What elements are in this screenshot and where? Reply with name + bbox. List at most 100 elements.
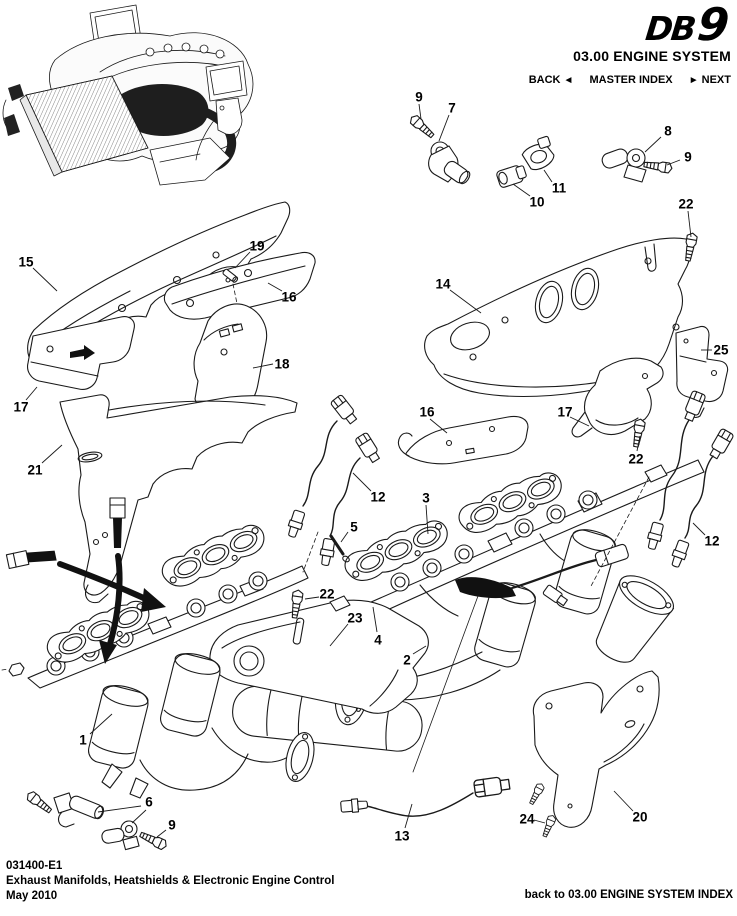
callout-label-15: 15 [18, 255, 34, 270]
callout-leader-line [41, 444, 63, 464]
install-arrow-icon [107, 553, 123, 647]
callout-leader-line [352, 472, 372, 492]
callout-leader-line [372, 606, 378, 633]
callout-label-4: 4 [374, 633, 382, 648]
callout-leader-line [89, 713, 113, 735]
callout-label-11: 11 [552, 181, 567, 196]
callout-leader-line [267, 282, 283, 292]
callout-label-12: 12 [704, 534, 719, 549]
part-bolt-9-bottom [138, 829, 169, 852]
callout-label-20: 20 [632, 810, 647, 825]
callout-leader-line [234, 251, 251, 269]
footer-document-info: 031400-E1 Exhaust Manifolds, Heatshields… [6, 859, 334, 904]
part-stud-5 [329, 534, 350, 563]
callout-leader-line [25, 386, 38, 401]
callout-leader-line [304, 596, 320, 600]
part-bracket-25 [675, 325, 729, 418]
callout-label-19: 19 [249, 239, 264, 254]
callout-label-9: 9 [168, 818, 176, 833]
part-heatshield-16-center [397, 415, 529, 465]
part-oxygen-sensor-13 [339, 775, 512, 817]
callout-leader-line [131, 809, 147, 824]
part-screw-24a [527, 781, 546, 807]
callout-label-1: 1 [79, 733, 87, 748]
fitted-sensor-indicators [5, 497, 166, 664]
part-bolt-9-sensor8 [642, 158, 674, 174]
callout-leader-line [425, 504, 429, 535]
callout-label-16: 16 [281, 290, 297, 305]
install-arrow-icon [70, 345, 95, 360]
callout-label-21: 21 [27, 463, 43, 478]
callout-label-18: 18 [274, 357, 290, 372]
callout-label-13: 13 [394, 829, 410, 844]
callout-leader-line [533, 819, 546, 824]
callout-leader-line [252, 363, 274, 369]
nav-next-link[interactable]: ► NEXT [688, 74, 731, 86]
callout-label-22: 22 [319, 587, 334, 602]
callout-label-7: 7 [448, 101, 456, 116]
callout-label-2: 2 [403, 653, 411, 668]
system-title: 03.00 ENGINE SYSTEM [573, 48, 731, 64]
callout-label-24: 24 [519, 812, 535, 827]
part-heatshield-18 [193, 303, 268, 427]
callout-leader-line [340, 531, 349, 543]
callout-label-8: 8 [664, 124, 672, 139]
callout-leader-line [429, 418, 448, 434]
callout-label-22: 22 [678, 197, 693, 212]
part-heatshield-20 [532, 670, 660, 828]
part-oxygen-sensors-12-rh [589, 389, 735, 589]
callout-label-9: 9 [415, 90, 423, 105]
callout-label-16: 16 [419, 405, 435, 420]
nav-back-link[interactable]: BACK ◄ [528, 74, 574, 86]
part-oxygen-sensors-12-lh [284, 393, 383, 573]
part-heatshield-17-lh [27, 316, 135, 390]
doc-number: 031400-E1 [6, 860, 63, 872]
callout-label-22: 22 [628, 452, 643, 467]
install-arrow-icon [57, 561, 151, 603]
part-crank-sensors-6 [24, 789, 169, 852]
next-arrow-icon: ► [688, 75, 699, 86]
callout-leader-line [613, 790, 634, 812]
callout-leader-line [692, 522, 706, 536]
callout-leader-line [32, 267, 58, 292]
part-knock-sensor-11 [521, 135, 555, 171]
callout-leader-line [329, 623, 349, 647]
callout-label-10: 10 [529, 195, 544, 210]
callout-label-25: 25 [713, 343, 729, 358]
back-to-index-link[interactable]: back to 03.00 ENGINE SYSTEM INDEX [524, 889, 733, 901]
part-heatshield-23 [209, 595, 429, 714]
part-heatshield-17-rh [571, 357, 664, 438]
part-sensor-8 [601, 148, 647, 183]
callout-leader-line [644, 136, 662, 153]
callout-leader-line [156, 829, 167, 838]
doc-nav: BACK ◄ MASTER INDEX ► NEXT [529, 74, 731, 86]
callout-label-6: 6 [145, 795, 153, 810]
callout-leader-line [404, 803, 413, 829]
callout-leader-line [569, 416, 590, 427]
callout-label-17: 17 [13, 400, 28, 415]
callout-leader-line [512, 183, 531, 197]
doc-title: Exhaust Manifolds, Heatshields & Electro… [6, 875, 335, 887]
part-manifold-catalyst-lh [1, 565, 315, 799]
callout-label-14: 14 [435, 277, 451, 292]
callout-leader-line [418, 103, 422, 120]
page-header: DB9 03.00 ENGINE SYSTEM BACK ◄ MASTER IN… [529, 0, 732, 86]
callout-leader-line [666, 159, 681, 166]
doc-date: May 2010 [6, 890, 58, 902]
part-camshaft-sensor-7 [428, 141, 471, 185]
part-screw-24b [540, 813, 558, 839]
nav-master-index-link[interactable]: MASTER INDEX [589, 74, 673, 86]
callout-leader-line [636, 435, 641, 452]
engine-assembly-thumbnail [2, 4, 254, 186]
callout-label-23: 23 [347, 611, 363, 626]
callout-leader-line [412, 645, 427, 655]
callout-leader-line [543, 169, 553, 183]
callout-leader-line [97, 805, 142, 813]
part-manifold-catalyst-rh [232, 459, 705, 773]
callout-label-12: 12 [370, 490, 385, 505]
part-bolt-9-top [407, 113, 437, 141]
callout-label-5: 5 [350, 520, 358, 535]
